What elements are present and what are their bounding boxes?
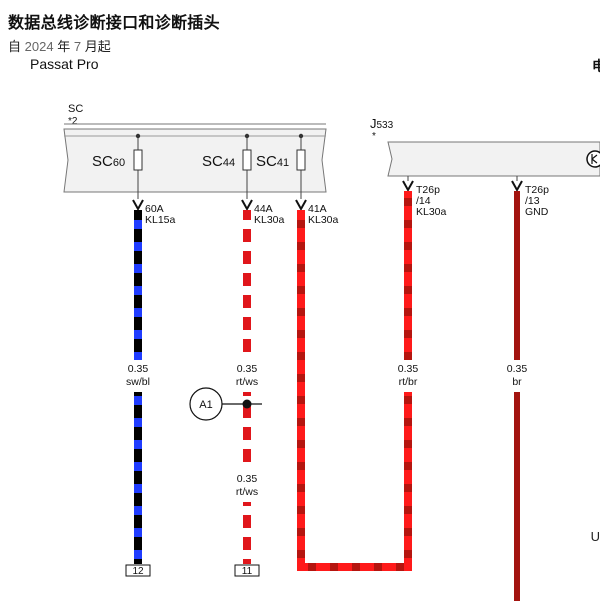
- terminal-11: [234, 564, 260, 577]
- wire-sw-bl-size: 0.35: [128, 363, 149, 375]
- fuse-sc41-junction: [298, 133, 304, 139]
- wire-rt-ws-lower: [243, 502, 251, 564]
- wire-rt-br-bottom: [297, 563, 412, 571]
- pin-41a-term: KL30a: [308, 214, 339, 226]
- splice-a1-junction: [242, 399, 252, 409]
- wire-rt-br-code: rt/br: [399, 376, 418, 388]
- cut-off-heading: 电: [592, 58, 600, 74]
- fuse-box-note: *2: [68, 116, 78, 127]
- since-month: 7: [73, 39, 82, 54]
- terminal-12: [125, 564, 151, 577]
- fuse-sc41-num: 41: [277, 157, 289, 169]
- pin-44a-label: 44A: [254, 203, 273, 215]
- wire-rt-ws-size: 0.35: [237, 363, 258, 375]
- fuse-sc60-name: SC: [92, 153, 113, 170]
- since-prefix: 自: [8, 39, 22, 54]
- since-mid: 年: [57, 39, 71, 54]
- fuse-sc44-icon: [242, 149, 252, 171]
- gateway-symbol-icon: [586, 150, 600, 168]
- wire-rt-ws-upper: [243, 210, 251, 360]
- pin-44a-term: KL30a: [254, 214, 285, 226]
- wire-rt-br-size: 0.35: [398, 363, 419, 375]
- since-suffix: 月起: [84, 39, 111, 54]
- fuse-sc41-name: SC: [256, 153, 277, 170]
- validity-date: 自 2024 年 7 月起: [8, 36, 111, 55]
- pin-t26p14-term: KL30a: [416, 206, 447, 218]
- wire-sw-bl-upper: [134, 210, 142, 360]
- control-unit-number: 533: [377, 120, 394, 131]
- fuse-sc41-icon: [296, 149, 306, 171]
- wire-rt-ws-code: rt/ws: [236, 376, 258, 388]
- pin-t26p13-connector: T26p: [525, 184, 549, 196]
- wire-br-upper: [514, 191, 520, 360]
- wire-sw-bl-code: sw/bl: [126, 376, 150, 388]
- fuse-sc60-icon: [133, 149, 143, 171]
- fuse-sc44-label: SC44: [202, 153, 235, 170]
- pin-t26p13-arrow: [511, 180, 523, 193]
- wire-rt-ws-2-code: rt/ws: [236, 486, 258, 498]
- pin-41a-label: 41A: [308, 203, 327, 215]
- pin-60a-label: 60A: [145, 203, 164, 215]
- fuse-sc41-label: SC41: [256, 153, 289, 170]
- pin-t26p14-number: /14: [416, 195, 431, 207]
- wire-rt-ws-middle: [243, 392, 251, 470]
- since-year: 2024: [24, 39, 54, 54]
- fuse-box-label: SC: [68, 103, 83, 115]
- pin-t26p13-number: /13: [525, 195, 540, 207]
- fuse-sc60-num: 60: [113, 157, 125, 169]
- wire-rt-br-left: [297, 210, 305, 570]
- pin-60a-term: KL15a: [145, 214, 176, 226]
- wire-rt-br-right-lower: [404, 392, 412, 570]
- fuse-sc44-junction: [244, 133, 250, 139]
- control-unit-note: *: [372, 131, 376, 142]
- wire-br-code: br: [512, 376, 522, 388]
- pin-60a-arrow: [132, 199, 144, 212]
- fuse-sc60-label: SC60: [92, 153, 125, 170]
- wire-br-size: 0.35: [507, 363, 528, 375]
- cut-off-label: U: [590, 529, 600, 544]
- control-unit-label: J533: [370, 116, 394, 131]
- pin-41a-arrow: [295, 199, 307, 212]
- terminal-12-label: 12: [132, 566, 144, 577]
- pin-44a-arrow: [241, 199, 253, 212]
- wire-br-lower: [514, 392, 520, 601]
- wire-sw-bl-lower: [134, 392, 142, 564]
- fuse-box: [63, 128, 327, 193]
- control-unit-box: [387, 141, 600, 177]
- fuse-sc44-num: 44: [223, 157, 235, 169]
- pin-t26p14-arrow: [402, 180, 414, 193]
- page-title: 数据总线诊断接口和诊断插头: [8, 15, 220, 32]
- pin-t26p13-term: GND: [525, 206, 549, 218]
- terminal-11-label: 11: [242, 566, 253, 577]
- fuse-sc44-name: SC: [202, 153, 223, 170]
- gateway-symbol-glyph: [591, 154, 598, 164]
- wire-rt-ws-2-size: 0.35: [237, 473, 258, 485]
- pin-t26p14-connector: T26p: [416, 184, 440, 196]
- splice-a1-label: A1: [199, 399, 212, 411]
- wire-rt-br-right-upper: [404, 191, 412, 360]
- control-unit-letter: J: [370, 116, 377, 131]
- fuse-sc60-junction: [135, 133, 141, 139]
- vehicle-model: Passat Pro: [30, 56, 99, 72]
